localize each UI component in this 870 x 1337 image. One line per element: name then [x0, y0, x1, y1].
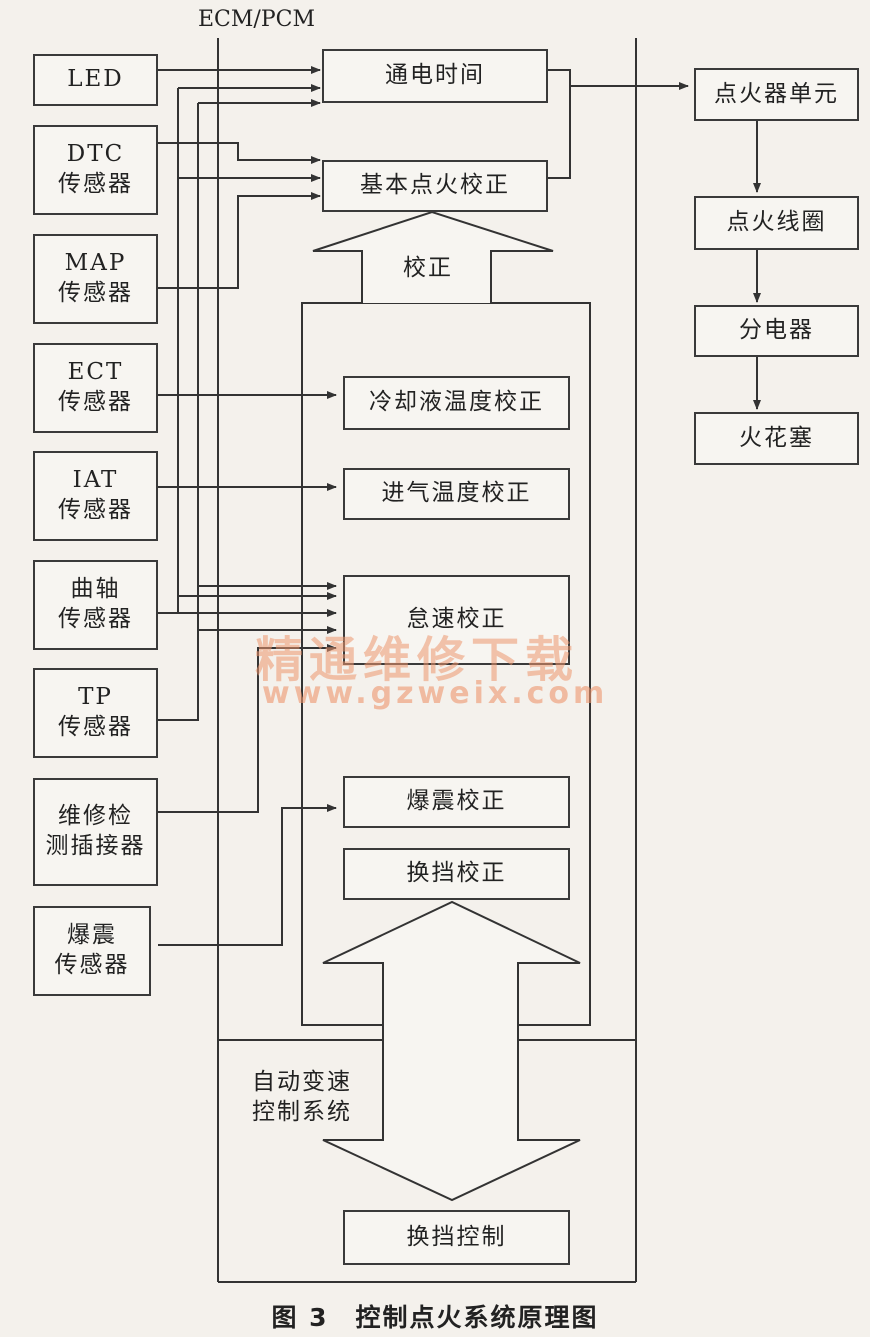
shift-control-block: 换挡控制: [343, 1210, 570, 1265]
input-tp-line1: TP: [78, 684, 113, 711]
input-service-line2: 测插接器: [45, 833, 146, 859]
input-ect-line2: 传感器: [58, 389, 133, 415]
intake-temp-correction: 进气温度校正: [343, 468, 570, 520]
input-crank-line1: 曲轴: [70, 576, 121, 603]
basic-timing-block: 基本点火校正: [322, 160, 548, 212]
input-dtc-line1: DTC: [66, 141, 125, 168]
input-service-connector: 维修检测插接器: [33, 778, 158, 886]
watermark-url: www.gzweix.com: [262, 676, 609, 711]
dwell-time-block: 通电时间: [322, 49, 548, 103]
input-map: MAP 传感器: [33, 234, 158, 324]
input-tp: TP 传感器: [33, 668, 158, 758]
distributor: 分电器: [694, 305, 859, 357]
correction-arrow-label: 校正: [403, 255, 453, 281]
input-iat-line2: 传感器: [58, 497, 133, 523]
input-iat-line1: IAT: [72, 467, 119, 494]
input-ect-line1: ECT: [67, 359, 124, 386]
input-map-line1: MAP: [64, 250, 127, 277]
input-knock-line1: 爆震: [67, 922, 117, 949]
coolant-temp-correction: 冷却液温度校正: [343, 376, 570, 430]
input-led-label: LED: [67, 66, 124, 93]
idle-correction: 怠速校正: [343, 575, 570, 665]
figure-caption: 图 3 控制点火系统原理图: [271, 1303, 599, 1332]
at-control-line1: 自动变速: [252, 1069, 352, 1095]
input-crank: 曲轴传感器: [33, 560, 158, 650]
ignition-coil: 点火线圈: [694, 196, 859, 250]
input-knock-line2: 传感器: [54, 952, 130, 978]
shift-double-arrow: [322, 900, 581, 1202]
correction-up-arrow: [312, 210, 554, 303]
input-dtc: DTC 传感器: [33, 125, 158, 215]
shift-correction: 换挡校正: [343, 848, 570, 900]
knock-correction: 爆震校正: [343, 776, 570, 828]
input-led: LED: [33, 54, 158, 106]
input-ect: ECT 传感器: [33, 343, 158, 433]
input-tp-line2: 传感器: [58, 714, 133, 740]
at-control-line2: 控制系统: [252, 1099, 352, 1125]
input-iat: IAT 传感器: [33, 451, 158, 541]
input-crank-line2: 传感器: [58, 606, 133, 632]
ecm-pcm-label: ECM/PCM: [198, 7, 315, 32]
watermark-text: 精通维修下载: [255, 632, 580, 688]
input-dtc-line2: 传感器: [58, 171, 133, 197]
input-service-line1: 维修检: [58, 803, 133, 830]
igniter-unit: 点火器单元: [694, 68, 859, 121]
input-knock-sensor: 爆震传感器: [33, 906, 151, 996]
input-map-line2: 传感器: [58, 280, 133, 306]
spark-plug: 火花塞: [694, 412, 859, 465]
